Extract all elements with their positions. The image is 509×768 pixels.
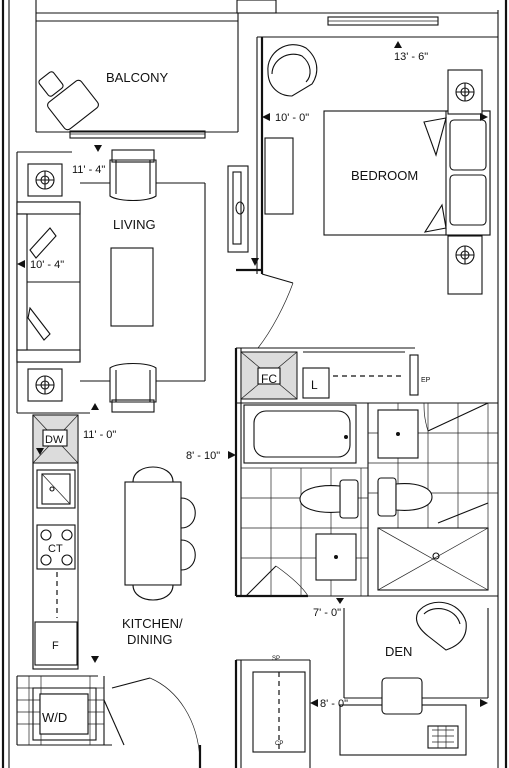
nightstand-bottom xyxy=(447,235,483,295)
bedroom-door xyxy=(257,273,294,349)
living-chair-bottom xyxy=(109,362,157,413)
den-closet: SP CP xyxy=(252,656,306,753)
dimension-markers xyxy=(17,41,488,707)
toilet xyxy=(299,479,359,519)
bedroom-walls xyxy=(236,16,498,274)
ep-label: EP xyxy=(421,377,431,384)
dining-chairs xyxy=(132,466,196,601)
dishwasher-label: DW xyxy=(45,434,64,446)
cp-label: CP xyxy=(275,741,283,747)
fridge-label: F xyxy=(52,640,59,652)
bath-door xyxy=(245,565,309,597)
den-depth-dim: 8' - 0" xyxy=(320,698,348,710)
nightstand-top xyxy=(447,69,483,115)
ensuite-door xyxy=(423,402,489,524)
kitchen-label-line1: KITCHEN/ xyxy=(122,616,183,631)
ensuite-sink xyxy=(377,409,419,459)
kitchen-width-dim: 11' - 0" xyxy=(83,429,116,441)
dresser xyxy=(264,137,294,215)
bedroom-width-dim: 13' - 6" xyxy=(394,51,428,63)
living-depth-dim: 10' - 4" xyxy=(30,259,64,271)
den-armchair xyxy=(415,601,467,651)
fridge: F xyxy=(34,621,78,666)
cooktop-label: CT xyxy=(48,543,63,555)
cooktop: CT xyxy=(36,524,76,570)
kitchen-label-line2: DINING xyxy=(127,632,173,647)
living-label: LIVING xyxy=(113,217,156,232)
sp-label: SP xyxy=(272,656,280,662)
side-table-bottom xyxy=(27,368,63,402)
dining-table xyxy=(124,481,182,586)
den-width-dim: 7' - 0" xyxy=(313,607,341,619)
bedroom-armchair xyxy=(267,44,318,97)
wd-label: W/D xyxy=(42,710,67,725)
tv-unit xyxy=(227,165,249,253)
vanity-sink xyxy=(315,533,357,581)
laundry-closet xyxy=(16,675,112,746)
coffee-table xyxy=(110,247,154,327)
ensuite-toilet xyxy=(377,477,433,517)
den-label: DEN xyxy=(385,644,412,659)
sofa xyxy=(16,201,81,363)
bath-tile-grid xyxy=(241,403,498,596)
balcony-chair xyxy=(38,71,99,131)
linen-label: L xyxy=(311,378,318,392)
den-desk xyxy=(339,677,467,756)
bed xyxy=(323,110,491,236)
living-chair-top xyxy=(109,149,157,202)
balcony-label: BALCONY xyxy=(106,70,168,85)
kitchen-sink xyxy=(36,469,76,509)
electrical-panel: EP xyxy=(409,354,431,396)
bedroom-label: BEDROOM xyxy=(351,168,418,183)
fc-label: FC xyxy=(261,372,277,386)
bath-depth-dim: 8' - 10" xyxy=(186,450,220,462)
bedroom-depth-dim: 10' - 0" xyxy=(275,112,309,124)
living-width-dim: 11' - 4" xyxy=(72,164,105,176)
fc-closet: FC xyxy=(240,351,298,400)
side-table-top xyxy=(27,163,63,197)
entry-door xyxy=(103,677,201,761)
bathtub xyxy=(243,404,357,464)
shower xyxy=(377,527,489,591)
linen-closet: L xyxy=(302,351,405,399)
dishwasher: DW xyxy=(32,414,79,464)
